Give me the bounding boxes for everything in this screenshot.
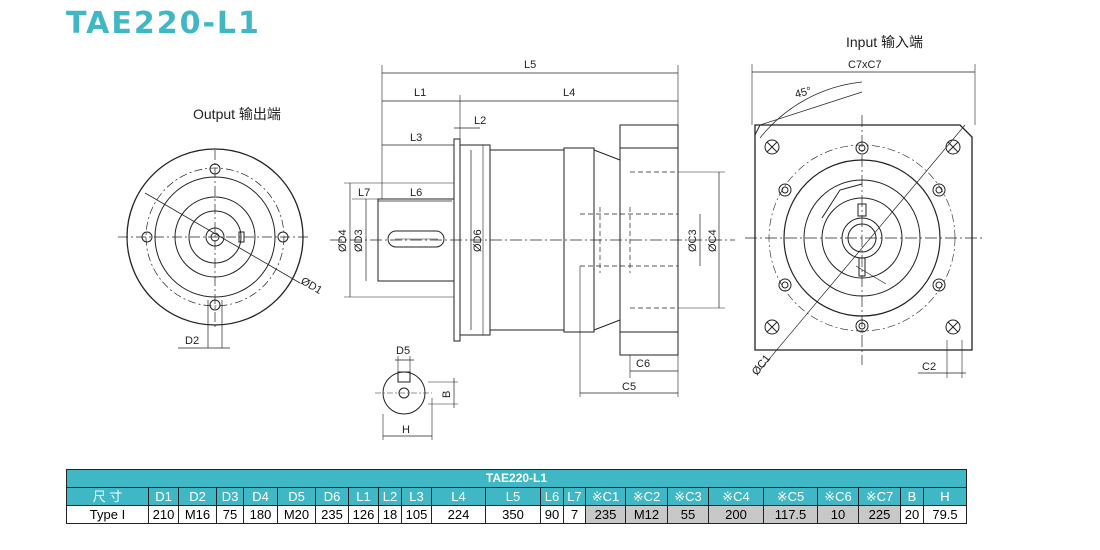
dim-L5: L5 (524, 59, 536, 71)
table-header: D1 (148, 487, 179, 506)
dim-L4: L4 (563, 87, 575, 99)
table-header: ※C2 (625, 487, 668, 506)
dim-angle: 45° (794, 85, 813, 101)
dim-L7: L7 (358, 187, 370, 199)
table-cell: 90 (540, 505, 564, 524)
table-header: ※C7 (858, 487, 901, 506)
output-front-view (118, 148, 310, 349)
table-header: ※C3 (667, 487, 709, 506)
dim-C6: C6 (636, 358, 650, 370)
table-header: ※C1 (585, 487, 626, 506)
dim-C2: C2 (922, 361, 936, 373)
table-cell: 200 (708, 505, 764, 524)
table-cell: 225 (858, 505, 901, 524)
table-header: ※C6 (817, 487, 859, 506)
table-caption-row: TAE220-L1 (66, 469, 967, 488)
dim-B: B (441, 391, 453, 398)
dim-L6: L6 (410, 187, 422, 199)
table-cell: 10 (817, 505, 859, 524)
table-cell: 224 (431, 505, 486, 524)
table-cell: Type I (66, 505, 149, 524)
table-header: 尺 寸 (66, 487, 149, 506)
table-header: D3 (216, 487, 244, 506)
table-header: ※C5 (763, 487, 818, 506)
table-header: H (923, 487, 967, 506)
table-cell: M12 (625, 505, 668, 524)
dim-C4: ØC4 (707, 229, 719, 252)
dim-D6: ØD6 (472, 229, 484, 252)
dim-D3: ØD3 (353, 229, 365, 252)
table-cell: 235 (585, 505, 626, 524)
dim-C7xC7: C7xC7 (848, 59, 882, 71)
table-row: Type I 210 M16 75 180 M20 235 126 18 105… (66, 505, 967, 524)
table-header: L1 (348, 487, 379, 506)
spec-table: TAE220-L1 尺 寸 D1 D2 D3 D4 D5 D6 L1 L2 L3… (66, 469, 967, 524)
dim-D1: ØD1 (299, 275, 325, 297)
table-cell: 75 (216, 505, 244, 524)
table-header: L7 (563, 487, 586, 506)
table-header: L2 (378, 487, 402, 506)
table-cell: 105 (401, 505, 432, 524)
table-cell: M16 (178, 505, 217, 524)
table-cell: 117.5 (763, 505, 818, 524)
dim-D4: ØD4 (337, 229, 349, 252)
side-view (330, 65, 735, 397)
dim-D5: D5 (396, 345, 410, 357)
output-view-label: Output 输出端 (193, 106, 281, 122)
table-cell: M20 (277, 505, 316, 524)
dim-C3: ØC3 (687, 229, 699, 252)
page-title: TAE220-L1 (66, 6, 261, 41)
table-header: L3 (401, 487, 432, 506)
table-cell: 55 (667, 505, 709, 524)
table-header: D2 (178, 487, 217, 506)
table-cell: 210 (148, 505, 179, 524)
input-view-label: Input 输入端 (846, 34, 924, 50)
table-cell: 79.5 (923, 505, 967, 524)
table-cell: 235 (315, 505, 349, 524)
table-header: ※C4 (708, 487, 764, 506)
technical-drawing: L5 L1 L4 L2 L3 L7 L6 ØD4 ØD3 ØD6 ØC3 ØC4… (118, 59, 985, 440)
dim-C5: C5 (622, 381, 636, 393)
dim-L2: L2 (474, 115, 486, 127)
table-header: L6 (540, 487, 564, 506)
table-header: D5 (277, 487, 316, 506)
table-cell: 126 (348, 505, 379, 524)
input-front-view (745, 64, 985, 378)
table-cell: 20 (900, 505, 924, 524)
dim-L3: L3 (410, 132, 422, 144)
table-cell: 180 (243, 505, 278, 524)
table-header-row: 尺 寸 D1 D2 D3 D4 D5 D6 L1 L2 L3 L4 L5 L6 … (66, 487, 967, 506)
table-header: L4 (431, 487, 486, 506)
dim-D2: D2 (185, 335, 199, 347)
table-cell: 7 (563, 505, 586, 524)
table-cell: 18 (378, 505, 402, 524)
table-header: B (900, 487, 924, 506)
dim-H: H (402, 424, 410, 436)
table-header: L5 (485, 487, 541, 506)
dim-C1: ØC1 (750, 353, 773, 378)
table-header: D6 (315, 487, 349, 506)
table-header: D4 (243, 487, 278, 506)
table-caption: TAE220-L1 (66, 469, 967, 488)
dim-L1: L1 (414, 87, 426, 99)
table-cell: 350 (485, 505, 541, 524)
shaft-key-detail (375, 356, 458, 440)
